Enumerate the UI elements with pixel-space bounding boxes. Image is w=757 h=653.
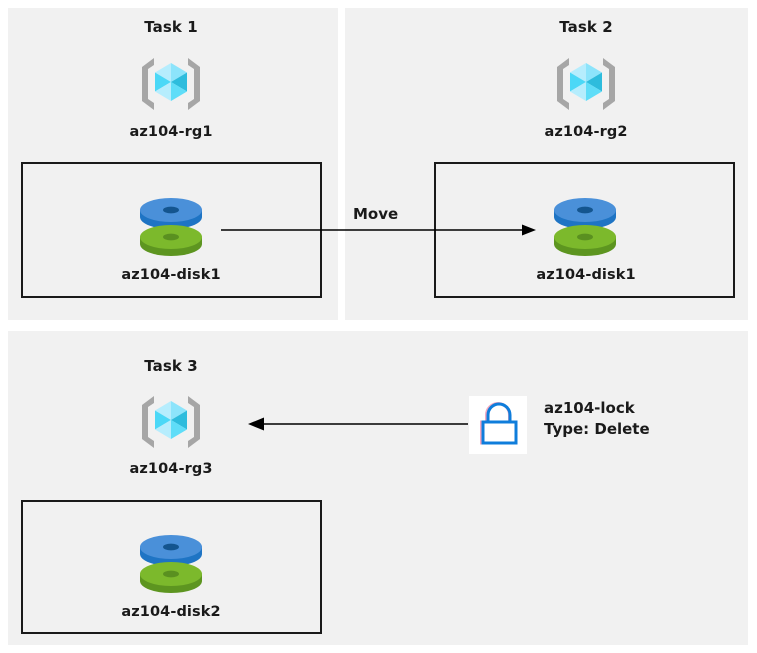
task-3-title: Task 3 [144, 357, 198, 375]
task-3-resource-box [21, 500, 322, 634]
lock-icon [469, 396, 527, 454]
move-arrow-label: Move [353, 205, 399, 223]
lock-name: az104-lock [544, 399, 635, 417]
managed-disk-icon [137, 196, 205, 258]
lock-annotation-text: az104-lock Type: Delete [468, 398, 757, 441]
disk-label-disk1-task2: az104-disk1 [536, 267, 636, 283]
panel-task-3 [8, 331, 748, 645]
managed-disk-icon [551, 196, 619, 258]
resource-group-label-rg2: az104-rg2 [544, 124, 628, 140]
panel-task-2 [345, 8, 748, 320]
panel-task-1 [8, 8, 338, 320]
disk-label-disk2: az104-disk2 [121, 604, 221, 620]
lock-type: Type: Delete [544, 420, 650, 439]
disk-label-disk1-task1: az104-disk1 [121, 267, 221, 283]
resource-group-label-rg3: az104-rg3 [129, 461, 213, 477]
resource-group-icon [553, 53, 619, 115]
task-2-title: Task 2 [559, 18, 613, 36]
resource-group-icon [138, 391, 204, 453]
task-1-title: Task 1 [144, 18, 198, 36]
resource-group-icon [138, 53, 204, 115]
managed-disk-icon [137, 533, 205, 595]
resource-group-label-rg1: az104-rg1 [129, 124, 213, 140]
